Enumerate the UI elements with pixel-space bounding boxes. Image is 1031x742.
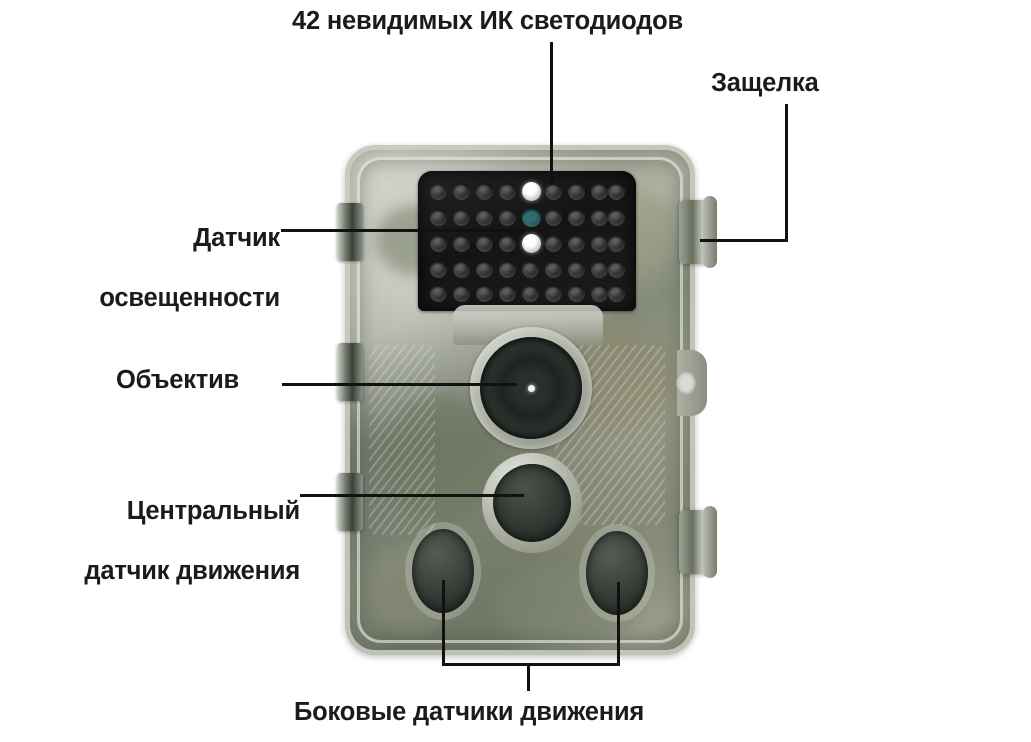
ir-led [608, 285, 625, 302]
light-sensor [522, 208, 541, 227]
ir-led [545, 285, 562, 302]
hinge [337, 473, 363, 531]
ir-led [522, 261, 539, 278]
ir-led [453, 261, 470, 278]
hinge [337, 343, 363, 401]
ir-led [568, 235, 585, 252]
ir-led [476, 235, 493, 252]
ir-led [499, 285, 516, 302]
texture-panel-left [369, 345, 435, 535]
label-ir-leds: 42 невидимых ИК светодиодов [292, 7, 684, 35]
ir-led [453, 183, 470, 200]
trail-camera-illustration [337, 145, 717, 655]
ir-led [568, 261, 585, 278]
camera-lens [470, 327, 592, 449]
leader-line-light-sensor [281, 229, 526, 232]
leader-line-side-bracket [442, 663, 620, 666]
ir-led [568, 285, 585, 302]
ir-led [476, 209, 493, 226]
ir-led [499, 261, 516, 278]
label-light-sensor-line2: освещенности [99, 284, 280, 313]
ir-led [545, 209, 562, 226]
ir-led [430, 209, 447, 226]
ir-led [453, 209, 470, 226]
ir-led [430, 285, 447, 302]
leader-line-central-sensor [300, 494, 524, 497]
white-led-bottom [522, 234, 541, 253]
label-side-motion-sensors: Боковые датчики движения [294, 698, 645, 726]
ir-led [499, 183, 516, 200]
label-central-motion-line2: датчик движения [84, 557, 300, 586]
ir-led [591, 261, 608, 278]
ir-led [453, 285, 470, 302]
ir-led [591, 209, 608, 226]
ir-led [568, 209, 585, 226]
ir-led [591, 235, 608, 252]
ir-led [545, 183, 562, 200]
ir-led [608, 209, 625, 226]
lens-glass [480, 337, 582, 439]
white-led-top [522, 182, 541, 201]
label-lens: Объектив [116, 366, 240, 394]
label-central-motion-line1: Центральный [126, 497, 301, 526]
ir-led [499, 235, 516, 252]
leader-line-latch-horizontal [700, 239, 788, 242]
leader-line-lens [282, 383, 517, 386]
ir-led [608, 261, 625, 278]
hinge [337, 203, 363, 261]
ir-led [608, 235, 625, 252]
lens-highlight [527, 384, 535, 392]
ir-led [430, 183, 447, 200]
leader-line-side-right [617, 582, 620, 666]
label-light-sensor: Датчик освещенности [20, 193, 280, 343]
leader-line-side-left [442, 580, 445, 666]
ir-led [476, 183, 493, 200]
ir-led [591, 285, 608, 302]
ir-led [476, 285, 493, 302]
ir-led [545, 235, 562, 252]
leader-line-side-stem [527, 663, 530, 691]
ir-led [476, 261, 493, 278]
ir-led [499, 209, 516, 226]
label-light-sensor-line1: Датчик [193, 224, 280, 253]
label-latch: Защелка [711, 69, 819, 97]
bottom-latch-cap [703, 506, 717, 578]
central-motion-sensor-dome [493, 464, 571, 542]
top-latch-cap [703, 196, 717, 268]
label-central-motion-sensor: Центральный датчик движения [0, 466, 300, 616]
mounting-hole [676, 371, 696, 395]
ir-led [568, 183, 585, 200]
leader-line-latch-vertical [785, 104, 788, 241]
leader-line-leds [550, 42, 553, 185]
ir-led [522, 285, 539, 302]
ir-led [591, 183, 608, 200]
ir-led [430, 261, 447, 278]
ir-led-panel [418, 171, 636, 311]
ir-led [453, 235, 470, 252]
ir-led [545, 261, 562, 278]
central-motion-sensor [482, 453, 582, 553]
ir-led [608, 183, 625, 200]
ir-led [430, 235, 447, 252]
